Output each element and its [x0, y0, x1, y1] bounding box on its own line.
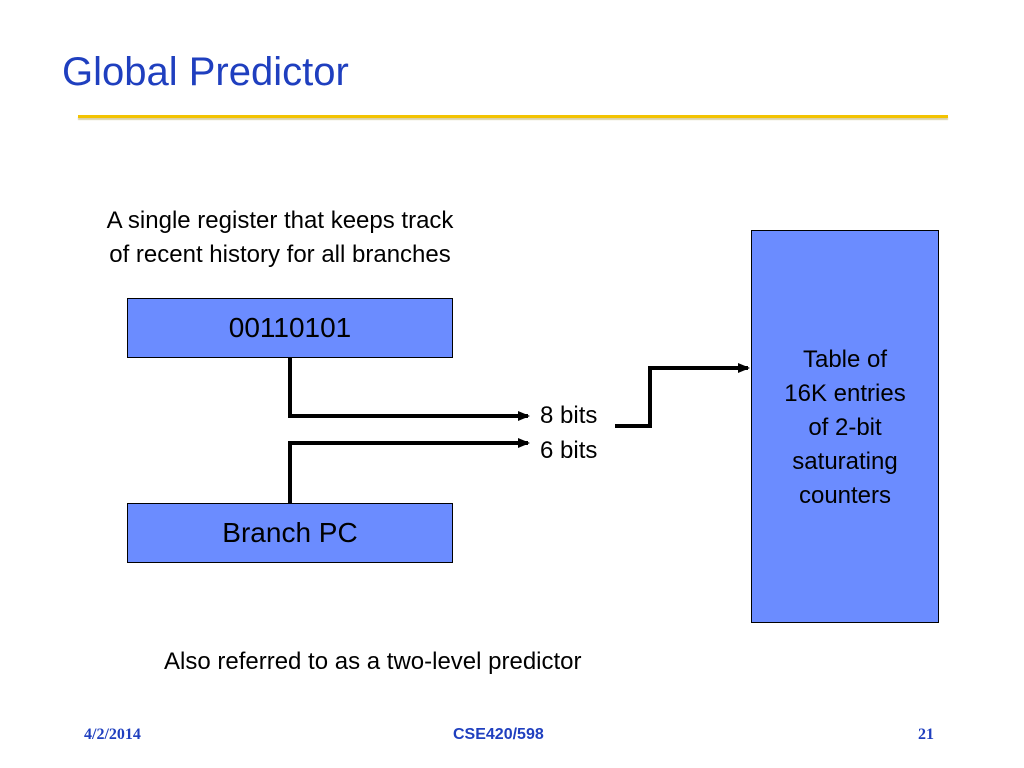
history-bits-label: 8 bits	[540, 402, 598, 429]
counter-table-label: Table of 16K entries of 2-bit saturating…	[752, 343, 938, 513]
counter-table-label-line-2: 16K entries	[784, 380, 906, 407]
pc-wire-arrow	[288, 438, 530, 503]
register-caption-line-2: of recent history for all branches	[109, 241, 451, 268]
index-wire-arrow	[615, 363, 750, 428]
history-register-box: 00110101	[127, 298, 453, 358]
counter-table-label-line-5: counters	[798, 482, 892, 509]
slide-title: Global Predictor	[62, 50, 349, 94]
counter-table-box: Table of 16K entries of 2-bit saturating…	[751, 230, 939, 623]
counter-table-label-line-1: Table of	[802, 346, 888, 373]
history-wire-arrow	[288, 358, 530, 421]
two-level-note: Also referred to as a two-level predicto…	[164, 648, 582, 675]
footer-course: CSE420/598	[453, 726, 544, 743]
counter-table-label-line-4: saturating	[792, 448, 898, 475]
footer-page-number: 21	[918, 726, 934, 743]
register-caption-line-1: A single register that keeps track	[106, 207, 454, 234]
branch-pc-box: Branch PC	[127, 503, 453, 563]
counter-table-label-line-3: of 2-bit	[808, 414, 882, 441]
footer-date: 4/2/2014	[84, 726, 141, 743]
pc-bits-label: 6 bits	[540, 437, 598, 464]
title-divider	[78, 115, 948, 118]
register-caption: A single register that keeps track of re…	[60, 204, 500, 272]
